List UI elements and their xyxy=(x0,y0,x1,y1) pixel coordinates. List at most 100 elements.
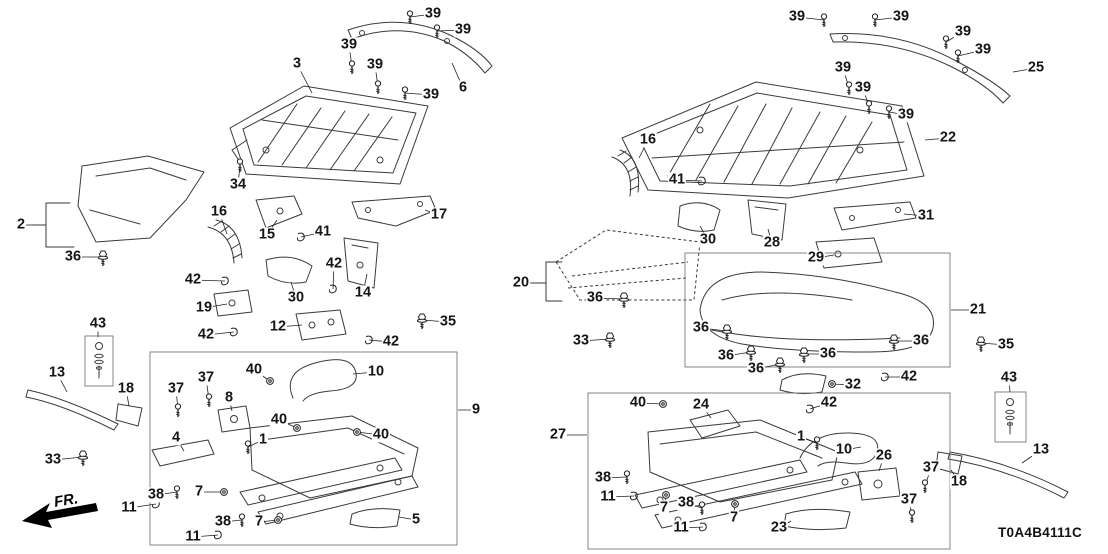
bolt-fastener-icon xyxy=(604,332,616,348)
part-31-bracket xyxy=(833,201,917,231)
callout-43: 43 xyxy=(88,315,108,332)
callout-22: 22 xyxy=(938,129,958,146)
screw-fastener-icon xyxy=(623,470,631,484)
part-23-pad-right xyxy=(783,508,851,531)
callout-10: 10 xyxy=(366,363,386,380)
clip-fastener-icon xyxy=(364,335,373,345)
callout-41: 41 xyxy=(313,223,333,240)
callout-9: 9 xyxy=(470,401,482,418)
callout-35: 35 xyxy=(438,313,458,330)
grommet-fastener-icon xyxy=(220,488,228,496)
clip-fastener-icon xyxy=(220,276,229,286)
screw-fastener-icon xyxy=(813,436,821,450)
callout-20: 20 xyxy=(511,274,531,291)
callout-39: 39 xyxy=(973,41,993,58)
callout-42: 42 xyxy=(819,394,839,411)
callout-3: 3 xyxy=(291,55,303,72)
clip-fastener-icon xyxy=(213,530,222,540)
callout-18: 18 xyxy=(116,380,136,397)
callout-40: 40 xyxy=(628,394,648,411)
callout-32: 32 xyxy=(843,376,863,393)
clip-fastener-icon xyxy=(698,522,707,532)
callout-11: 11 xyxy=(184,528,202,545)
callout-42: 42 xyxy=(183,271,203,288)
clip-fastener-icon xyxy=(229,327,238,337)
callout-33: 33 xyxy=(43,451,63,468)
part-5-pad-left xyxy=(349,508,401,529)
callout-19: 19 xyxy=(194,299,214,316)
callout-40: 40 xyxy=(269,411,289,428)
callout-30: 30 xyxy=(698,231,718,248)
callout-36: 36 xyxy=(585,289,605,306)
callout-39: 39 xyxy=(421,86,441,103)
screw-fastener-icon xyxy=(236,158,244,172)
callout-42: 42 xyxy=(196,326,216,343)
bolt-fastener-icon xyxy=(774,357,786,373)
grommet-fastener-icon xyxy=(266,377,274,385)
part-22-cushion-frame-right xyxy=(621,81,925,199)
callout-6: 6 xyxy=(457,79,469,96)
screw-fastener-icon xyxy=(954,49,962,63)
callout-40: 40 xyxy=(244,361,264,378)
clip-fastener-icon xyxy=(805,404,814,414)
callout-38: 38 xyxy=(676,494,696,511)
callout-1: 1 xyxy=(795,428,807,445)
callout-16: 16 xyxy=(638,131,658,148)
grommet-fastener-icon xyxy=(353,428,361,436)
callout-7: 7 xyxy=(728,509,740,526)
screw-fastener-icon xyxy=(820,13,828,27)
screw-fastener-icon xyxy=(174,403,182,417)
callout-17: 17 xyxy=(429,206,449,223)
part-43-bolt-kit-right xyxy=(1005,398,1015,435)
callout-14: 14 xyxy=(353,284,373,301)
screw-fastener-icon xyxy=(885,105,893,119)
callout-35: 35 xyxy=(996,336,1016,353)
part-25-upper-strip-right xyxy=(829,33,1011,104)
fastener-glyphs xyxy=(77,10,987,540)
callout-24: 24 xyxy=(691,396,711,413)
callout-39: 39 xyxy=(896,106,916,123)
callout-36: 36 xyxy=(716,347,736,364)
screw-fastener-icon xyxy=(406,10,414,24)
screw-fastener-icon xyxy=(871,13,879,27)
callout-41: 41 xyxy=(667,171,687,188)
fr-direction-arrow xyxy=(22,503,98,528)
callout-38: 38 xyxy=(593,469,613,486)
callout-26: 26 xyxy=(874,447,894,464)
callout-38: 38 xyxy=(146,486,166,503)
callout-36: 36 xyxy=(746,360,766,377)
part-30-strip-right xyxy=(677,202,721,232)
callout-39: 39 xyxy=(423,5,443,22)
part-20-dotted-pad xyxy=(532,229,701,302)
screw-fastener-icon xyxy=(401,86,409,100)
bolt-fastener-icon xyxy=(618,292,630,308)
screw-fastener-icon xyxy=(698,501,706,515)
grommet-fastener-icon xyxy=(274,516,282,524)
callout-42: 42 xyxy=(324,255,344,272)
clip-fastener-icon xyxy=(328,284,337,294)
part-18-bracket-left xyxy=(115,403,143,427)
callout-2: 2 xyxy=(15,216,27,233)
callout-13: 13 xyxy=(1031,441,1051,458)
bolt-fastener-icon xyxy=(745,345,757,361)
grommet-fastener-icon xyxy=(828,380,836,388)
screw-fastener-icon xyxy=(865,100,873,114)
callout-18: 18 xyxy=(949,473,969,490)
callout-37: 37 xyxy=(196,369,216,386)
screw-fastener-icon xyxy=(374,80,382,94)
screw-fastener-icon xyxy=(205,393,213,407)
callout-11: 11 xyxy=(599,488,617,505)
bolt-fastener-icon xyxy=(416,313,428,329)
grommet-fastener-icon xyxy=(293,424,301,432)
callout-39: 39 xyxy=(453,21,473,38)
callout-12: 12 xyxy=(268,318,288,335)
grommet-fastener-icon xyxy=(659,400,667,408)
callout-5: 5 xyxy=(410,511,422,528)
callout-7: 7 xyxy=(658,499,670,516)
part-13-strap-left xyxy=(25,389,119,431)
callout-13: 13 xyxy=(47,364,67,381)
callout-39: 39 xyxy=(853,79,873,96)
bolt-fastener-icon xyxy=(975,336,987,352)
part-6-upper-strip-left xyxy=(347,21,493,74)
part-30-strip-left xyxy=(265,256,313,284)
